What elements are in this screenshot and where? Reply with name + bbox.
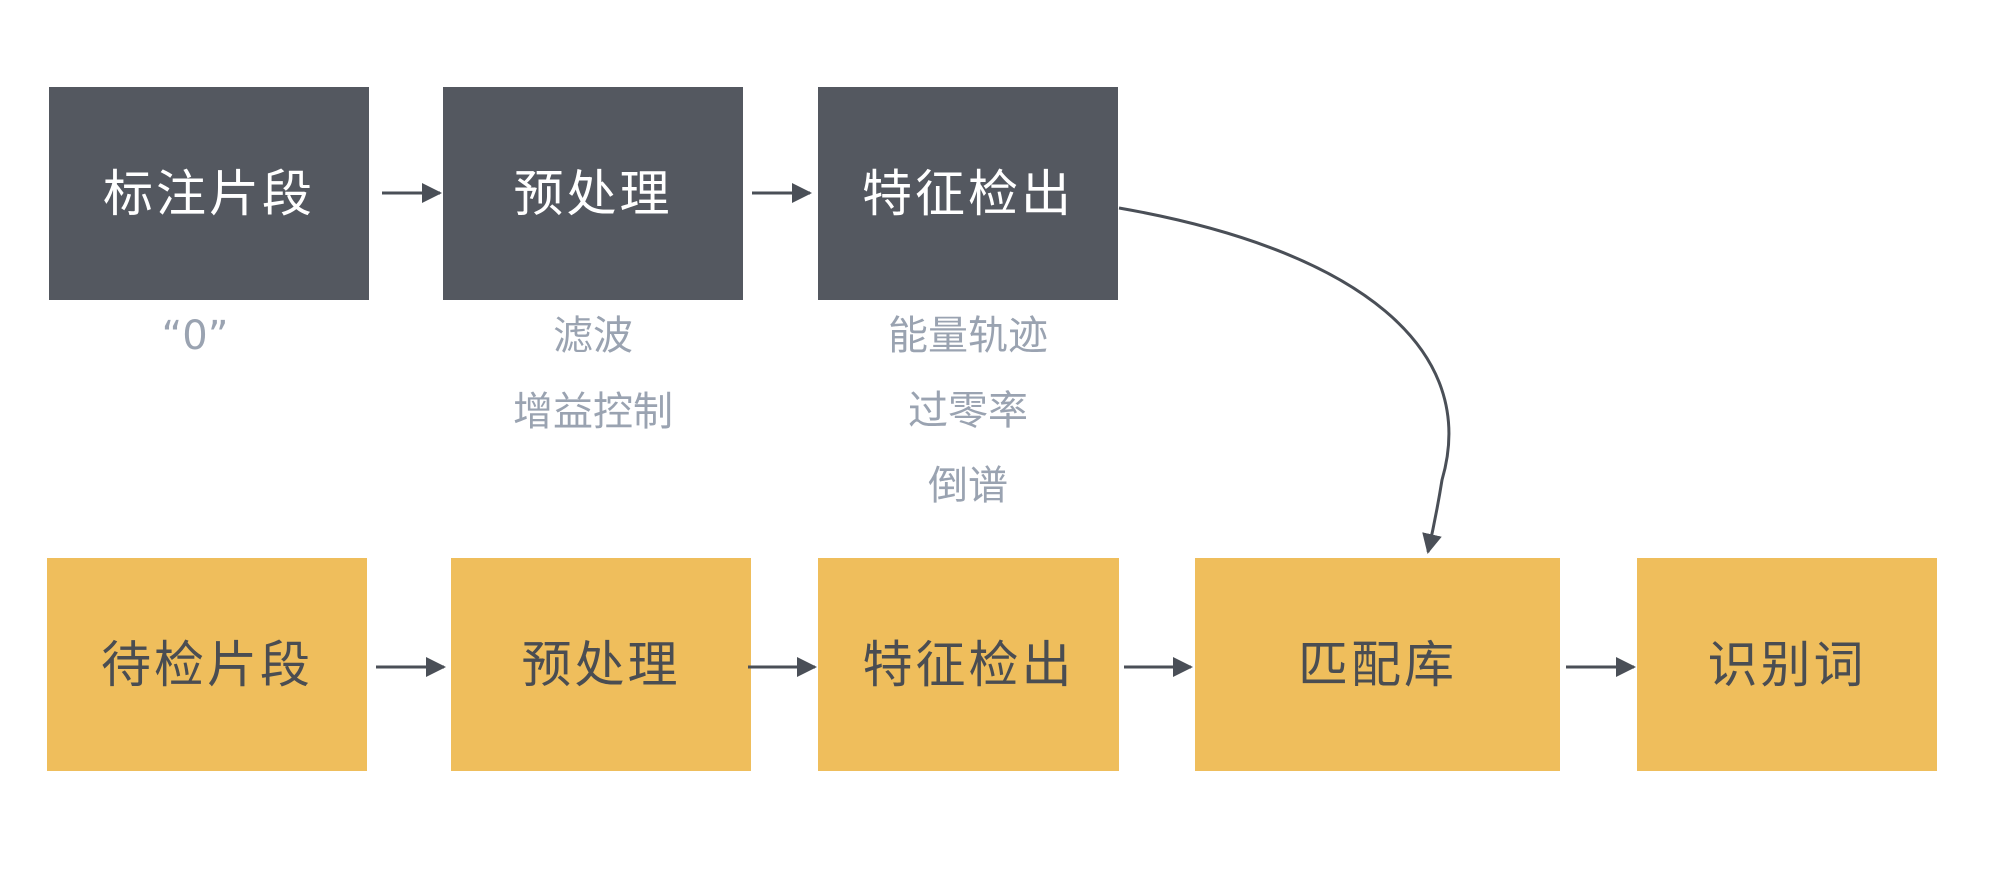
step-label: 特征检出 xyxy=(862,635,1075,694)
step-labeled-segment: 标注片段 xyxy=(49,87,369,300)
note-text: 增益控制 xyxy=(513,389,673,435)
note-feature-zcr: 过零率 xyxy=(848,391,1088,431)
note-segment-zero: “0” xyxy=(120,316,270,356)
step-label: 待检片段 xyxy=(101,635,313,694)
step-label: 标注片段 xyxy=(103,164,315,223)
step-label: 预处理 xyxy=(521,635,681,694)
note-preprocess-gain: 增益控制 xyxy=(473,392,713,432)
arrow-features-to-library xyxy=(1118,206,1451,554)
note-text: 能量轨迹 xyxy=(888,313,1048,359)
step-preprocess-training: 预处理 xyxy=(443,87,743,300)
step-pending-segment: 待检片段 xyxy=(47,558,367,771)
step-feature-extraction-recognition: 特征检出 xyxy=(818,558,1119,771)
note-feature-cepstrum: 倒谱 xyxy=(848,466,1088,506)
note-text: 滤波 xyxy=(553,313,633,359)
note-text: “0” xyxy=(161,313,229,359)
step-recognized-word: 识别词 xyxy=(1637,558,1937,771)
note-preprocess-filter: 滤波 xyxy=(473,316,713,356)
note-text: 过零率 xyxy=(908,388,1028,434)
step-feature-extraction-training: 特征检出 xyxy=(818,87,1118,300)
step-label: 识别词 xyxy=(1707,635,1867,694)
step-label: 预处理 xyxy=(513,164,673,223)
note-text: 倒谱 xyxy=(928,463,1008,509)
step-matching-library: 匹配库 xyxy=(1195,558,1560,771)
step-label: 匹配库 xyxy=(1298,635,1457,694)
note-feature-energy: 能量轨迹 xyxy=(848,316,1088,356)
step-preprocess-recognition: 预处理 xyxy=(451,558,751,771)
step-label: 特征检出 xyxy=(862,164,1074,223)
